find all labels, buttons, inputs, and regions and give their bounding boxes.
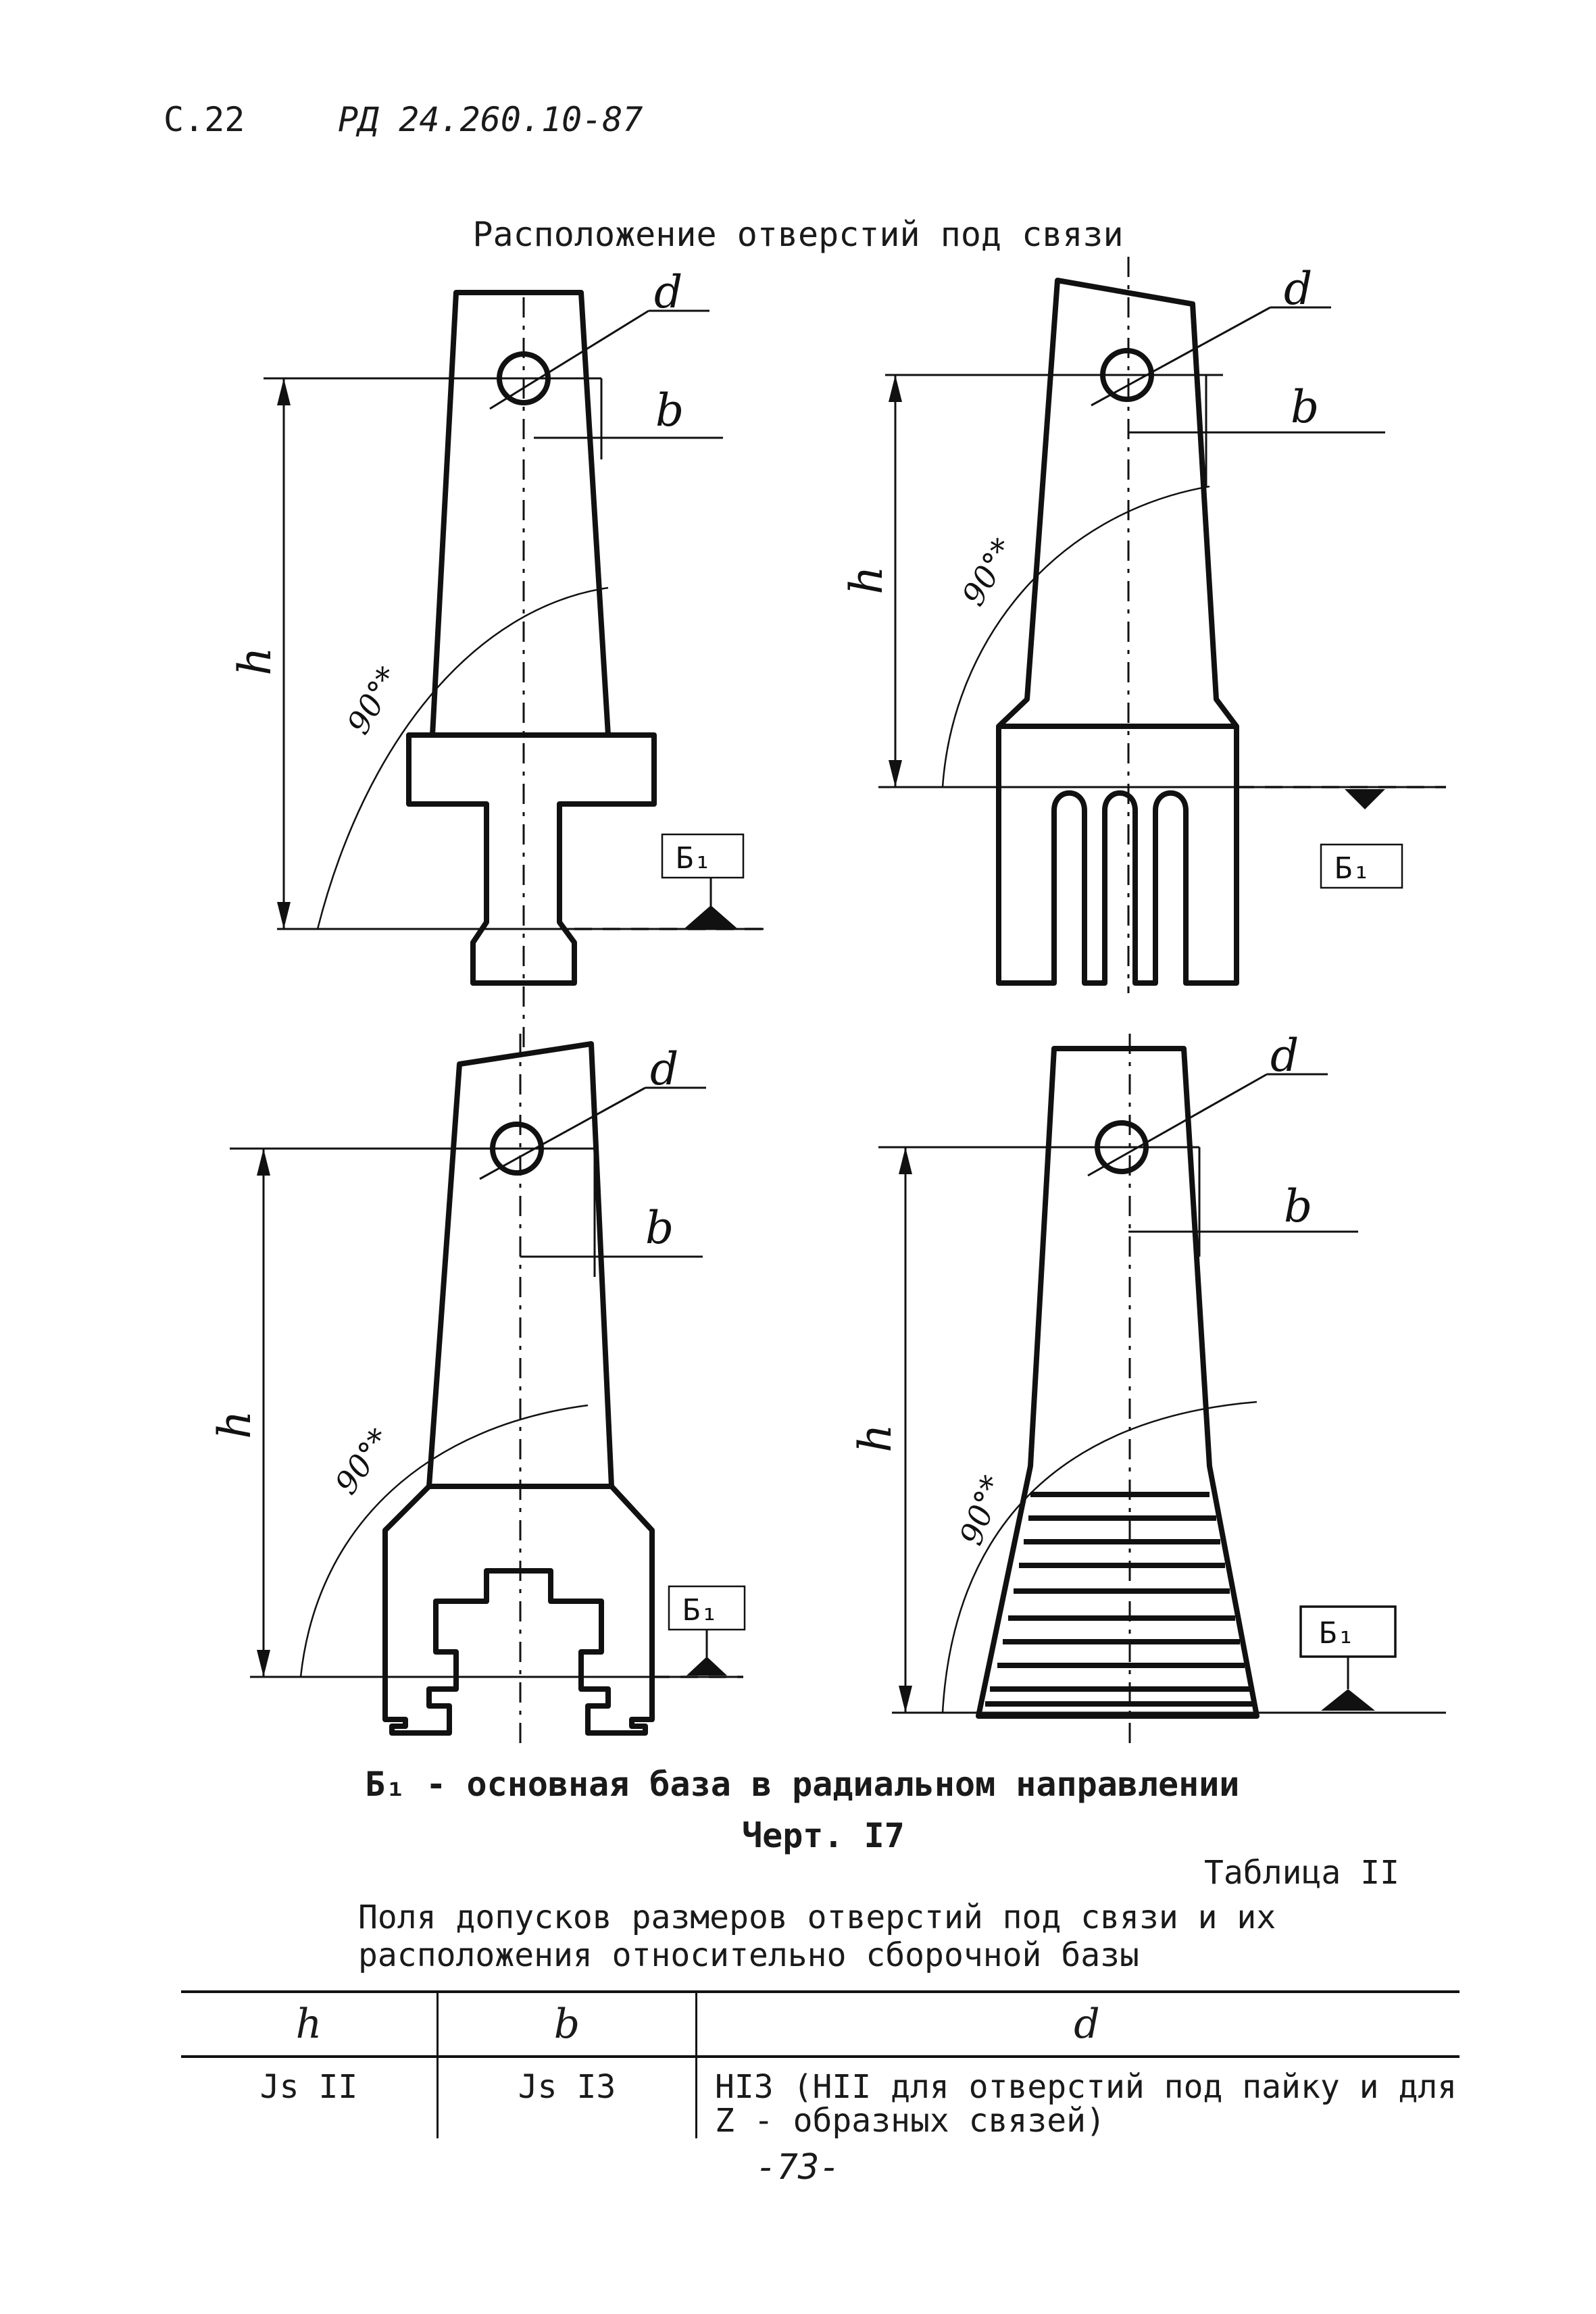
page-number-footer: -73- <box>755 2147 841 2188</box>
label-angle: 90°* <box>953 1471 1012 1550</box>
label-base: Б₁ <box>1319 1616 1355 1651</box>
table-label: Таблица II <box>1204 1854 1399 1892</box>
cell-b: Js I3 <box>437 2057 697 2138</box>
label-angle: 90°* <box>328 1422 398 1501</box>
label-d: d <box>1270 1030 1299 1082</box>
column-header-d: d <box>695 1990 1460 2058</box>
label-h: h <box>841 565 893 595</box>
label-base: Б₁ <box>676 841 712 876</box>
label-angle: 90°* <box>340 661 407 740</box>
column-header-b: b <box>437 1990 697 2058</box>
figure-4: h d b 90°* Б₁ <box>849 1030 1446 1719</box>
cell-d: HI3 (HII для отверстий под пайку и для Z… <box>695 2057 1460 2138</box>
drawing-title: Расположение отверстий под связи <box>472 215 1124 254</box>
table-header-row: h b d <box>181 1990 1460 2058</box>
table-title: Поля допусков размеров отверстий под свя… <box>358 1898 1276 1974</box>
base-note: Б₁ - основная база в радиальном направле… <box>365 1765 1240 1804</box>
tolerance-table: h b d Js II Js I3 HI3 (HII для отверстий… <box>181 1990 1460 2138</box>
label-base: Б₁ <box>682 1593 718 1628</box>
label-b: b <box>1291 381 1319 433</box>
cell-h: Js II <box>259 2068 358 2106</box>
label-d: d <box>654 266 682 318</box>
label-angle: 90°* <box>955 532 1022 612</box>
figure-1: h d b 90°* Б₁ <box>229 266 764 986</box>
figure-number: Черт. I7 <box>742 1816 905 1855</box>
label-h: h <box>229 647 281 676</box>
figure-3: h d b 90°* Б₁ <box>209 1041 746 1736</box>
figure-2: h d b 90°* Б₁ <box>841 263 1446 986</box>
label-h: h <box>209 1410 261 1439</box>
label-h: h <box>849 1424 901 1453</box>
label-b: b <box>1284 1180 1312 1232</box>
label-b: b <box>645 1202 674 1254</box>
label-d: d <box>650 1043 678 1095</box>
document-code: РД 24.260.10-87 <box>338 100 643 139</box>
label-base: Б₁ <box>1335 851 1370 886</box>
label-d: d <box>1284 263 1312 315</box>
column-header-h: h <box>181 1990 438 2058</box>
label-b: b <box>655 384 684 436</box>
table-row: Js II Js I3 HI3 (HII для отверстий под п… <box>181 2057 1460 2138</box>
page-number-header: С.22 <box>164 100 245 139</box>
